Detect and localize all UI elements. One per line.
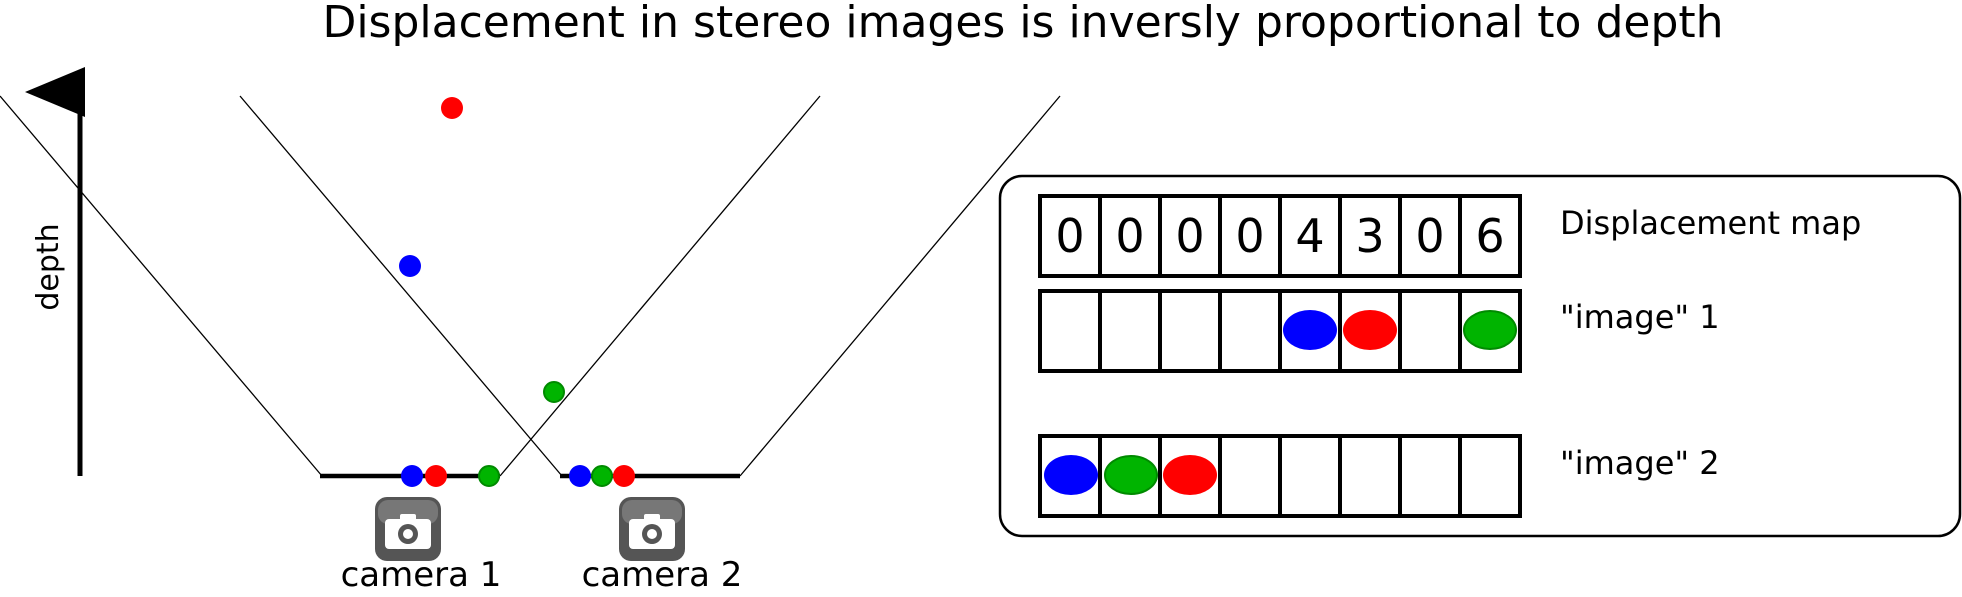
diagram-title: Displacement in stereo images is inversl… <box>322 0 1723 48</box>
camera-icon <box>619 497 685 561</box>
camera-2-fov-left <box>239 95 563 477</box>
camera-1-projection-blue <box>401 465 423 487</box>
displacement-value: 6 <box>1475 209 1504 263</box>
displacement-panel <box>998 174 1962 538</box>
camera-1-projection-green <box>478 465 500 487</box>
grid-cell <box>1458 434 1522 518</box>
image-2-pixel-green <box>1104 455 1158 495</box>
camera-icon <box>375 497 441 561</box>
image-2-pixel-blue <box>1044 455 1098 495</box>
camera-1-label: camera 1 <box>341 555 502 595</box>
image-1-label: "image" 1 <box>1560 298 1720 336</box>
image-1-pixel-blue <box>1283 310 1337 350</box>
camera-2-projection-green <box>591 465 613 487</box>
grid-cell <box>1458 289 1522 373</box>
displacement-map-row: 0 0 0 0 4 3 0 6 <box>1038 194 1522 278</box>
scene-point-green <box>543 381 565 403</box>
camera-1-projection-red <box>425 465 447 487</box>
camera-2-label: camera 2 <box>582 555 743 595</box>
camera-1-fov-left <box>0 95 323 477</box>
image-1-row <box>1038 289 1522 373</box>
image-1-pixel-red <box>1343 310 1397 350</box>
image-2-label: "image" 2 <box>1560 444 1720 482</box>
scene-point-blue <box>399 255 421 277</box>
displacement-value: 0 <box>1175 209 1204 263</box>
displacement-value: 0 <box>1415 209 1444 263</box>
image-1-pixel-green <box>1463 310 1517 350</box>
camera-2-fov-right <box>739 95 1061 477</box>
image-2-pixel-red <box>1163 455 1217 495</box>
displacement-value: 0 <box>1055 209 1084 263</box>
image-2-row <box>1038 434 1522 518</box>
displacement-value: 0 <box>1235 209 1264 263</box>
scene-point-red <box>441 97 463 119</box>
grid-cell <box>1458 194 1522 278</box>
camera-1-fov-right <box>499 95 821 477</box>
camera-2-projection-blue <box>569 465 591 487</box>
displacement-value: 0 <box>1115 209 1144 263</box>
displacement-value: 4 <box>1295 209 1324 263</box>
camera-2-projection-red <box>613 465 635 487</box>
depth-axis-label: depth <box>31 223 66 310</box>
displacement-value: 3 <box>1355 209 1384 263</box>
displacement-map-label: Displacement map <box>1560 204 1861 242</box>
